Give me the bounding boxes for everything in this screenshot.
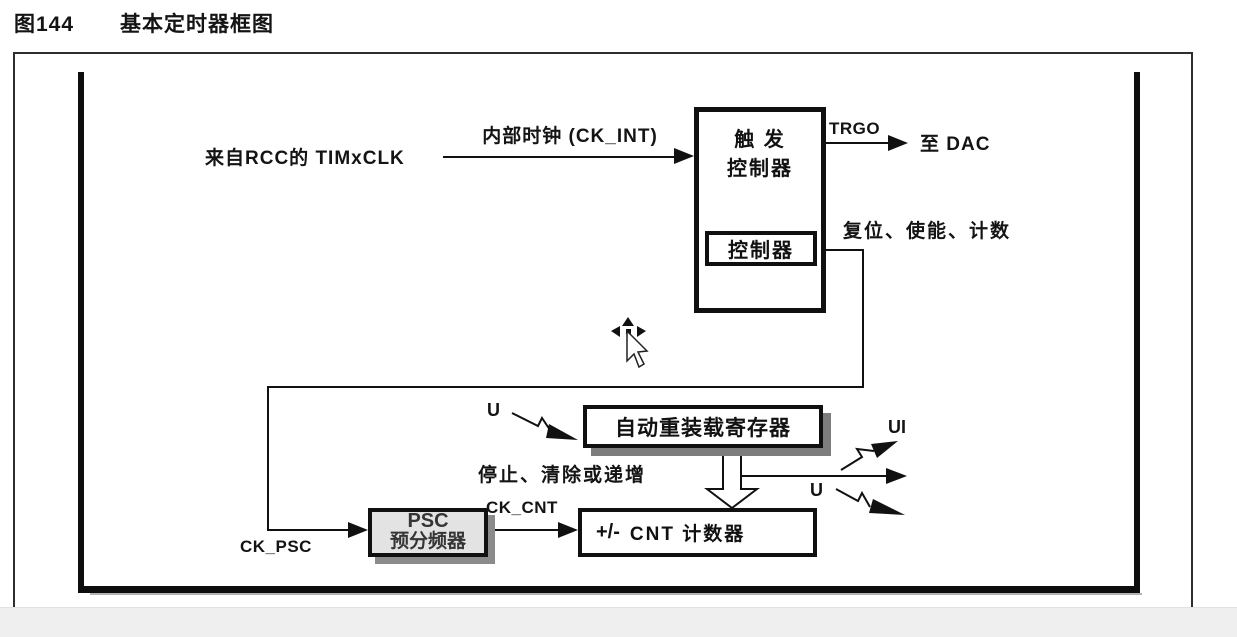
figure-number: 图144 [14,13,75,36]
diagram-frame-right-bar [1134,72,1140,592]
diagram-frame-bottom-shadow [90,593,1142,595]
autoreload-register-label: 自动重装载寄存器 [615,416,791,440]
trigger-controller-box: 触 发 控制器 [694,107,826,313]
viewer-bottom-band [0,607,1237,637]
controller-box: 控制器 [705,231,817,266]
figure-outer-frame [13,52,1193,610]
psc-label-line2: 预分频器 [389,530,466,552]
u-event-right-label: U [810,480,823,500]
to-dac-label: 至 DAC [920,134,991,155]
trigger-controller-label-line1: 触 发 [734,129,786,151]
internal-clock-label: 内部时钟 (CK_INT) [482,126,658,147]
cnt-counter-label: CNT 计数器 [629,524,746,545]
cnt-counter-box: +/- CNT 计数器 [578,508,817,557]
u-event-top-label: U [487,400,500,420]
reset-enable-count-label: 复位、使能、计数 [843,221,1012,242]
figure-caption: 基本定时器框图 [120,13,274,36]
psc-prescaler-box: PSC 预分频器 [368,508,488,557]
trigger-controller-label-line2: 控制器 [727,158,793,180]
trgo-label: TRGO [829,119,881,138]
controller-box-label: 控制器 [728,240,794,262]
ck-psc-label: CK_PSC [240,537,312,556]
diagram-frame-left-bar [78,72,84,592]
stop-clear-increment-label: 停止、清除或递增 [477,465,646,486]
cnt-counter-sign: +/- [596,521,620,543]
diagram-frame-bottom-bar [78,586,1140,593]
ui-event-label: UI [888,417,906,437]
psc-label-line1: PSC [407,509,449,532]
ck-cnt-label: CK_CNT [486,498,558,517]
timxclk-input-label: 来自RCC的 TIMxCLK [205,148,405,169]
autoreload-register-box: 自动重装载寄存器 [583,405,823,448]
